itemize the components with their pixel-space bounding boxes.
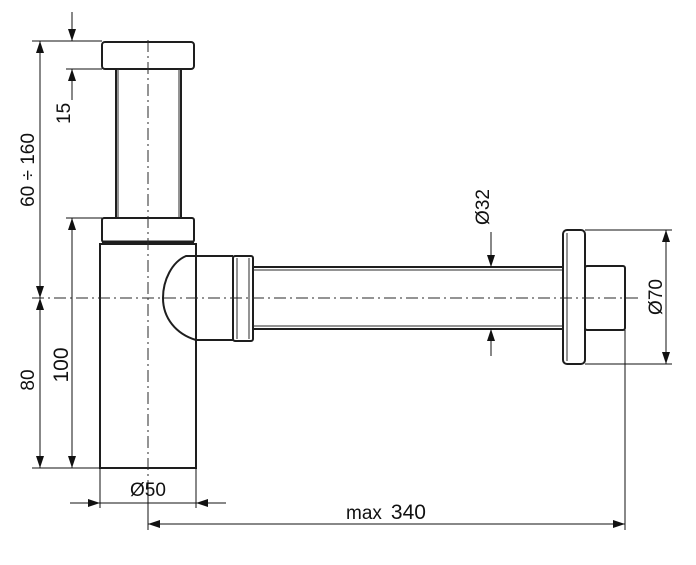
dimension-diameter-50-label: Ø50 <box>130 480 166 501</box>
dimension-60-160-label: 60 ÷ 160 <box>18 133 39 207</box>
dimension-60-160: 60 ÷ 160 <box>18 41 44 298</box>
flange-disc <box>562 229 586 365</box>
dimension-max-340: max 340 <box>148 501 625 528</box>
dimension-diameter-32-label: Ø32 <box>473 189 494 225</box>
dimension-diameter-50: Ø50 <box>70 480 226 507</box>
dimension-100: 100 <box>50 218 76 468</box>
dimension-diameter-70: Ø70 <box>646 230 670 364</box>
dimension-diameter-32: Ø32 <box>473 189 495 356</box>
dimension-max-value: 340 <box>391 501 426 524</box>
dimension-max-340-label: max 340 <box>346 501 426 524</box>
dimension-max-prefix: max <box>346 503 382 524</box>
wall-flange <box>562 229 626 365</box>
dimension-80: 80 <box>18 298 44 468</box>
outlet-elbow-curve <box>161 255 197 341</box>
dimension-15: 15 <box>54 12 76 124</box>
extension-lines <box>32 40 672 530</box>
dimension-diameter-70-label: Ø70 <box>646 279 667 315</box>
dimension-100-label: 100 <box>50 347 73 382</box>
dimension-80-label: 80 <box>18 369 39 390</box>
dimension-15-label: 15 <box>54 103 75 124</box>
